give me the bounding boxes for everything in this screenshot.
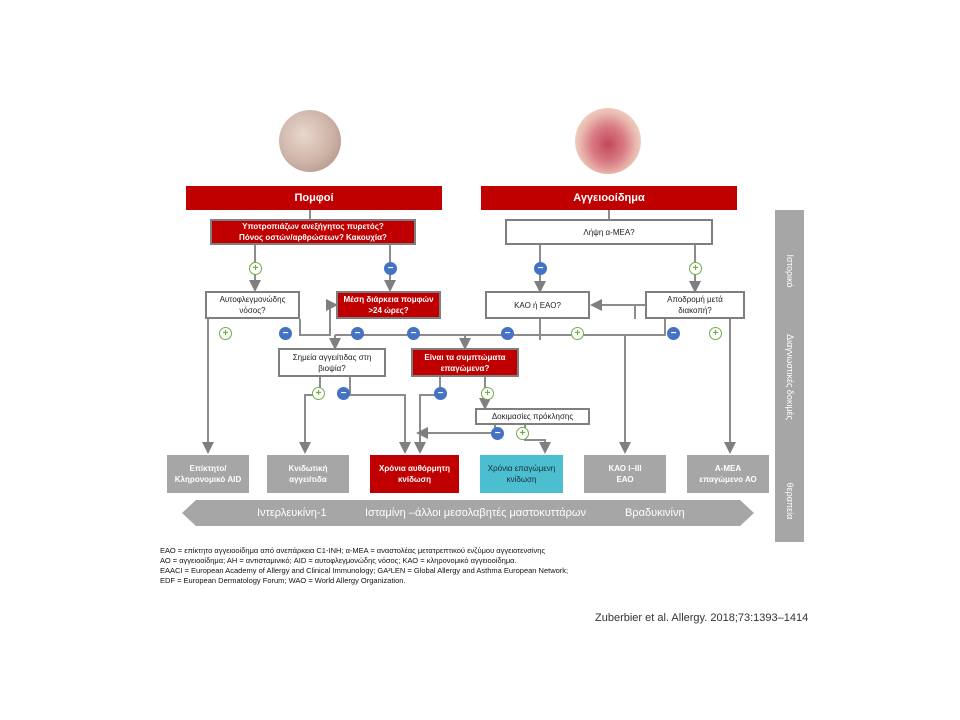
- no-marker: −: [434, 387, 447, 400]
- bradykinin-label: Βραδυκινίνη: [625, 507, 685, 519]
- no-marker: −: [534, 262, 547, 275]
- footnote-line: EDF = European Dermatology Forum; WAO = …: [160, 576, 406, 585]
- wheals-header: Πομφοί: [186, 186, 442, 210]
- urticarial-vasculitis-outcome: Κνιδωτική αγγειίτιδα: [267, 455, 349, 493]
- yes-marker: +: [709, 327, 722, 340]
- diagnostic-tests-stage-label: Διαγνωστικές δοκιμές: [785, 334, 795, 420]
- interleukin-1-label: Ιντερλευκίνη-1: [257, 507, 327, 519]
- mediator-arrow-band: [182, 500, 754, 526]
- vasculitis-biopsy-question: Σημεία αγγειίτιδας στη βιοψία?: [278, 348, 386, 377]
- stage-sidebar: [775, 210, 804, 542]
- acquired-hereditary-aid-outcome: Επίκτητο/ Κληρονομικό AID: [167, 455, 249, 493]
- yes-marker: +: [312, 387, 325, 400]
- ace-induced-ao-outcome: Α-ΜΕΑ επαγώμενο ΑΟ: [687, 455, 769, 493]
- hae-aae-question: ΚΑΟ ή ΕΑΟ?: [485, 291, 590, 319]
- inducible-symptoms-question: Είναι τα συμπτώματα επαγώμενα?: [411, 348, 519, 377]
- footnote-line: ΕΑΟ = επίκτητο αγγειοοίδημα από ανεπάρκε…: [160, 546, 546, 555]
- no-marker: −: [501, 327, 514, 340]
- recurrent-fever-question: Υποτροπιάζων ανεξήγητος πυρετός? Πόνος ο…: [210, 219, 416, 245]
- yes-marker: +: [481, 387, 494, 400]
- no-marker: −: [351, 327, 364, 340]
- hae-aae-outcome: ΚΑΟ I–III ΕΑΟ: [584, 455, 666, 493]
- remission-after-discontinuation-question: Αποδρομή μετά διακοπή?: [645, 291, 745, 319]
- angioedema-lip-photo: [575, 108, 641, 174]
- no-marker: −: [337, 387, 350, 400]
- footnote-line: EAACI = European Academy of Allergy and …: [160, 566, 569, 575]
- wheal-duration-question: Μέση διάρκεια πομφών >24 ώρες?: [336, 291, 441, 319]
- no-marker: −: [491, 427, 504, 440]
- yes-marker: +: [571, 327, 584, 340]
- chronic-inducible-urticaria-outcome: Χρόνια επαγώμενη κνίδωση: [480, 455, 563, 493]
- chronic-spontaneous-urticaria-outcome: Χρόνια αυθόρμητη κνίδωση: [370, 455, 459, 493]
- yes-marker: +: [249, 262, 262, 275]
- angioedema-header: Αγγειοοίδημα: [481, 186, 737, 210]
- treatment-stage-label: θεραπεία: [785, 482, 795, 520]
- yes-marker: +: [219, 327, 232, 340]
- ace-inhibitor-question: Λήψη α-ΜΕΑ?: [505, 219, 713, 245]
- yes-marker: +: [516, 427, 529, 440]
- yes-marker: +: [689, 262, 702, 275]
- provocation-tests-box: Δοκιμασίες πρόκλησης: [475, 408, 590, 425]
- abbreviations-footnote: ΕΑΟ = επίκτητο αγγειοοίδημα από ανεπάρκε…: [160, 546, 568, 586]
- autoinflammatory-disease-question: Αυτοφλεγμονώδης νόσος?: [205, 291, 300, 319]
- no-marker: −: [279, 327, 292, 340]
- citation: Zuberbier et al. Allergy. 2018;73:1393–1…: [595, 612, 809, 624]
- footnote-line: ΑΟ = αγγειοοίδημα; ΑΗ = αντισταμινικό; A…: [160, 556, 517, 565]
- no-marker: −: [384, 262, 397, 275]
- no-marker: −: [667, 327, 680, 340]
- histamine-label: Ισταμίνη –άλλοι μεσολαβητές μαστοκυττάρω…: [365, 507, 587, 519]
- wheal-skin-photo: [279, 110, 341, 172]
- no-marker: −: [407, 327, 420, 340]
- history-stage-label: Ιστορικό: [785, 254, 795, 288]
